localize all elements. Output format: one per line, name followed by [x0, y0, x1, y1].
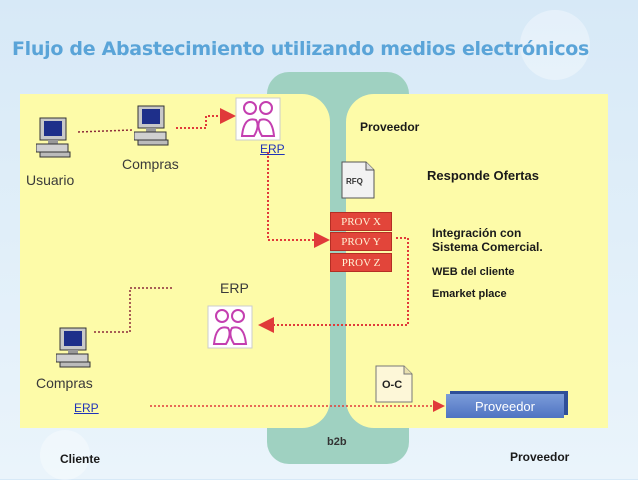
label-erp-mid: ERP	[220, 280, 249, 296]
computer-icon	[134, 105, 169, 146]
label-usuario: Usuario	[26, 172, 75, 188]
prov-x-box: PROV X	[330, 212, 392, 231]
label-web-cliente: WEB del cliente	[432, 266, 515, 278]
cliente-panel	[20, 94, 330, 428]
label-proveedor-top: Proveedor	[360, 120, 420, 134]
label-erp-bottom: ERP	[74, 401, 99, 415]
erp-people-icon	[235, 97, 281, 141]
label-integracion-2: Sistema Comercial.	[432, 240, 543, 254]
page-title: Flujo de Abastecimiento utilizando medio…	[12, 38, 590, 60]
label-proveedor-bottom: Proveedor	[510, 450, 570, 464]
arrow-usuario-compras	[77, 129, 133, 133]
label-emarket: Emarket place	[432, 288, 507, 300]
document-icon: RFQ	[341, 161, 375, 199]
document-icon: O-C	[375, 365, 413, 403]
arrow-compras-erp	[176, 108, 236, 129]
arrow-erp-compras	[92, 287, 172, 333]
background-bokeh	[520, 10, 590, 80]
label-cliente: Cliente	[60, 452, 101, 466]
erp-people-icon	[207, 305, 253, 349]
prov-z-box: PROV Z	[330, 253, 392, 272]
arrow-prov-erp	[258, 237, 409, 333]
label-responde-ofertas: Responde Ofertas	[427, 168, 539, 183]
computer-icon	[56, 327, 91, 368]
background-bokeh	[40, 430, 90, 480]
arrow-erp-prov	[267, 152, 330, 248]
label-erp-top: ERP	[260, 142, 285, 156]
label-compras-bottom: Compras	[36, 375, 93, 391]
prov-y-box: PROV Y	[330, 232, 392, 251]
label-integracion-1: Integración con	[432, 226, 522, 240]
label-b2b: b2b	[327, 436, 347, 448]
oc-text: O-C	[382, 379, 402, 391]
label-compras-top: Compras	[122, 156, 179, 172]
computer-icon	[36, 117, 71, 158]
proveedor-box: Proveedor	[446, 394, 564, 418]
rfq-text: RFQ	[346, 177, 363, 186]
